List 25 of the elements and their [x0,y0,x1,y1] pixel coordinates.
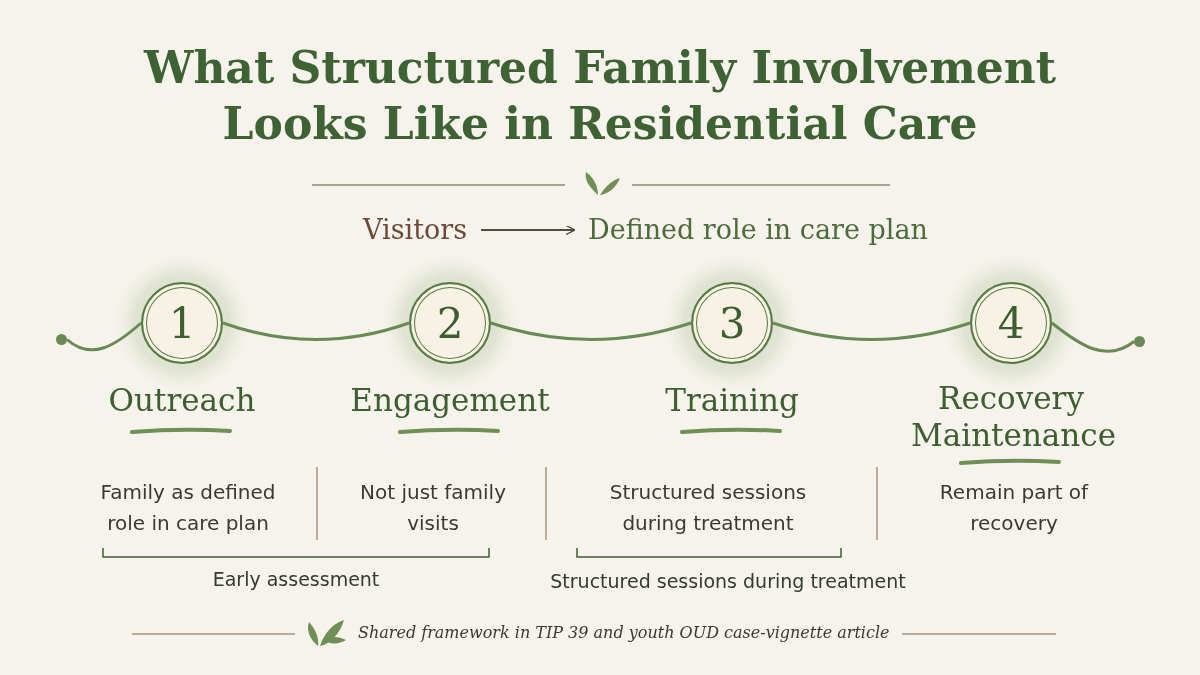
timeline-line [1051,321,1135,353]
caption: Shared framework in TIP 39 and youth OUD case-vignette article [358,623,890,642]
step-description: Remain part of recovery [938,479,1090,537]
phrase-text: Visitors [363,213,468,247]
bracket-label: Early assessment [212,568,380,590]
timeline-line [66,321,142,352]
step-number: 3 [718,298,746,348]
step-heading: Engagement [349,382,551,419]
step-description: Not just family visits [359,479,507,537]
step-heading: Outreach [107,382,257,419]
title: What Structured Family Involvement Looks Like in Residential Care [142,41,1057,151]
step-heading: Training [664,382,800,419]
timeline-line [222,321,410,341]
bracket-label: Structured sessions during treatment [550,570,906,592]
step-description: Family as defined role in care plan [99,479,277,537]
end-dot [56,334,67,345]
end-dot [1134,336,1145,347]
phrase-text: Defined role in care plan [588,213,928,247]
step-number: 1 [168,298,196,348]
timeline-line [490,321,692,341]
step-number: 4 [997,298,1025,348]
arrow [480,224,576,236]
step-number: 2 [436,298,464,348]
timeline-line [772,321,971,341]
step-description: Structured sessions during treatment [608,479,808,537]
